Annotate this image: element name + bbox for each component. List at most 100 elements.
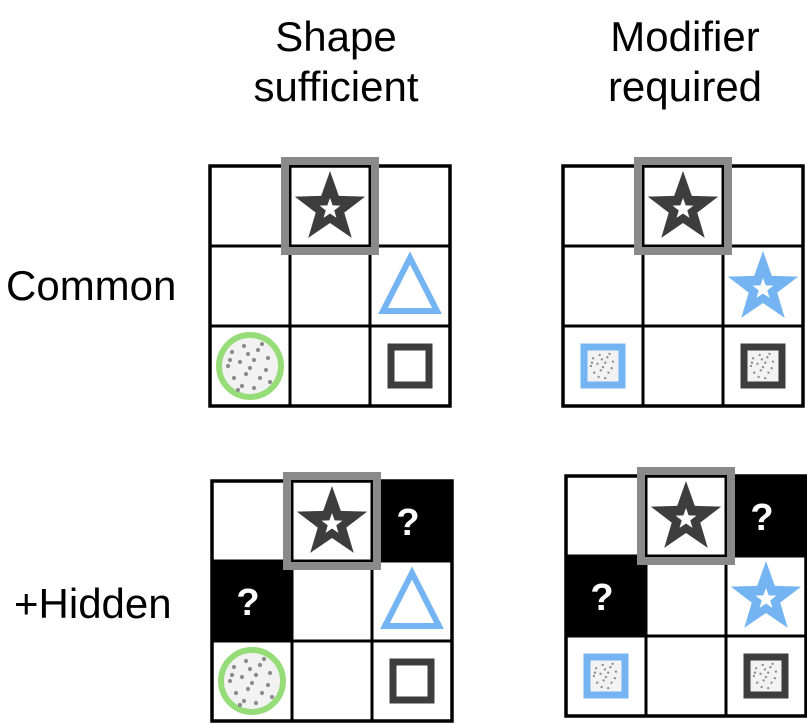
speckle-dot xyxy=(239,674,245,680)
speckle-dot xyxy=(764,675,768,679)
speckle-dot xyxy=(267,379,273,385)
row-label-common: Common xyxy=(6,262,177,309)
speckle-dot xyxy=(609,666,612,669)
cell-star xyxy=(647,171,719,238)
speckle-dot xyxy=(603,668,607,671)
speckle-dot xyxy=(229,672,235,678)
board-border xyxy=(564,474,807,718)
speckle-dot xyxy=(594,667,598,670)
speckle-dot xyxy=(243,371,249,377)
star-inner-icon xyxy=(319,198,341,218)
speckle-dot xyxy=(227,678,233,684)
speckle-dot xyxy=(591,357,595,360)
speckle-dot xyxy=(760,685,763,689)
speckle-dot xyxy=(241,343,247,349)
board-border xyxy=(208,164,452,408)
speckle-dot xyxy=(225,363,231,369)
speckle-dot xyxy=(767,671,770,674)
speckle-dot xyxy=(597,375,600,379)
speckle-dot xyxy=(753,371,756,374)
speckle-dot xyxy=(590,361,594,364)
speckle-dot xyxy=(265,682,271,688)
speckle-dot xyxy=(598,353,601,357)
speckle-dot xyxy=(257,662,263,668)
column-title-line: required xyxy=(607,63,763,110)
target-highlight-frame xyxy=(634,157,732,255)
grid-cell xyxy=(208,244,292,328)
speckle-dot xyxy=(259,341,265,347)
column-title-line: sufficient xyxy=(253,63,419,110)
grid-cell xyxy=(644,554,728,638)
speckle-dot xyxy=(756,362,759,365)
speckle-dot xyxy=(600,685,603,689)
grid-cell xyxy=(368,164,452,248)
star-inner-icon xyxy=(752,278,774,298)
speckle-dot xyxy=(599,369,602,372)
grid-cell xyxy=(368,324,452,408)
grid-cell xyxy=(290,639,374,723)
cell-star xyxy=(650,481,722,548)
speckle-dot xyxy=(267,670,273,676)
speckle-dot xyxy=(233,690,239,696)
cell-square-speckled xyxy=(740,343,786,389)
star-inner-icon xyxy=(321,513,343,533)
speckle-dot xyxy=(231,664,237,670)
speckle-dot xyxy=(607,671,610,674)
grid-cell xyxy=(288,244,372,328)
speckle-dot xyxy=(259,690,265,696)
speckle-dot xyxy=(751,357,755,360)
grid-cell xyxy=(561,244,645,328)
speckle-dot xyxy=(752,674,756,678)
grid-cell xyxy=(641,324,725,408)
speckle-dot xyxy=(593,371,596,374)
speckle-dot xyxy=(263,367,269,373)
speckle-dot xyxy=(601,663,604,667)
speckle-dot xyxy=(253,672,259,678)
star-inner-icon xyxy=(675,508,697,528)
cell-triangle xyxy=(380,566,444,629)
grid-cell xyxy=(288,324,372,408)
hidden-cell xyxy=(371,480,453,562)
cell-square-speckled xyxy=(580,343,626,389)
cell-square xyxy=(389,658,435,704)
board-border xyxy=(561,164,805,408)
hidden-cell xyxy=(725,475,807,557)
cell-square-speckled xyxy=(583,653,629,699)
speckle-dot xyxy=(768,352,771,356)
speckle-dot xyxy=(249,680,255,686)
speckle-dot xyxy=(602,679,605,682)
speckle-dot xyxy=(241,698,247,704)
speckle-dot xyxy=(771,662,774,666)
speckle-dot xyxy=(761,365,765,369)
speckle-dot xyxy=(754,667,758,670)
speckle-dot xyxy=(247,365,253,371)
speckle-dot xyxy=(265,355,271,361)
grid-cell xyxy=(644,634,728,718)
speckle-dot xyxy=(600,358,604,361)
target-highlight-frame xyxy=(281,157,379,255)
square-icon xyxy=(387,343,433,389)
speckle-dot xyxy=(611,360,615,363)
column-title-shape-sufficient: Shape sufficient xyxy=(186,12,486,112)
speckle-dot xyxy=(611,662,614,666)
speckle-dot xyxy=(253,700,259,706)
speckle-dot xyxy=(247,666,253,672)
star-inner-icon xyxy=(672,198,694,218)
cell-triangle xyxy=(378,251,442,314)
speckle-dot xyxy=(239,383,245,389)
cell-hidden: ? xyxy=(725,475,807,557)
speckle-dot xyxy=(231,375,237,381)
speckle-dot xyxy=(774,670,778,673)
grid-cell xyxy=(208,164,292,248)
speckle-dot xyxy=(596,681,599,684)
speckle-dot xyxy=(237,702,243,708)
speckle-dot xyxy=(613,677,616,680)
grid-cell xyxy=(641,244,725,328)
speckle-dot xyxy=(608,352,611,356)
speckle-dot xyxy=(604,675,608,679)
hidden-cell xyxy=(565,555,647,637)
speckle-dot xyxy=(596,362,599,365)
speckle-dot xyxy=(261,656,267,662)
cell-circle-speckled xyxy=(216,332,284,400)
speckle-dot xyxy=(601,365,605,369)
